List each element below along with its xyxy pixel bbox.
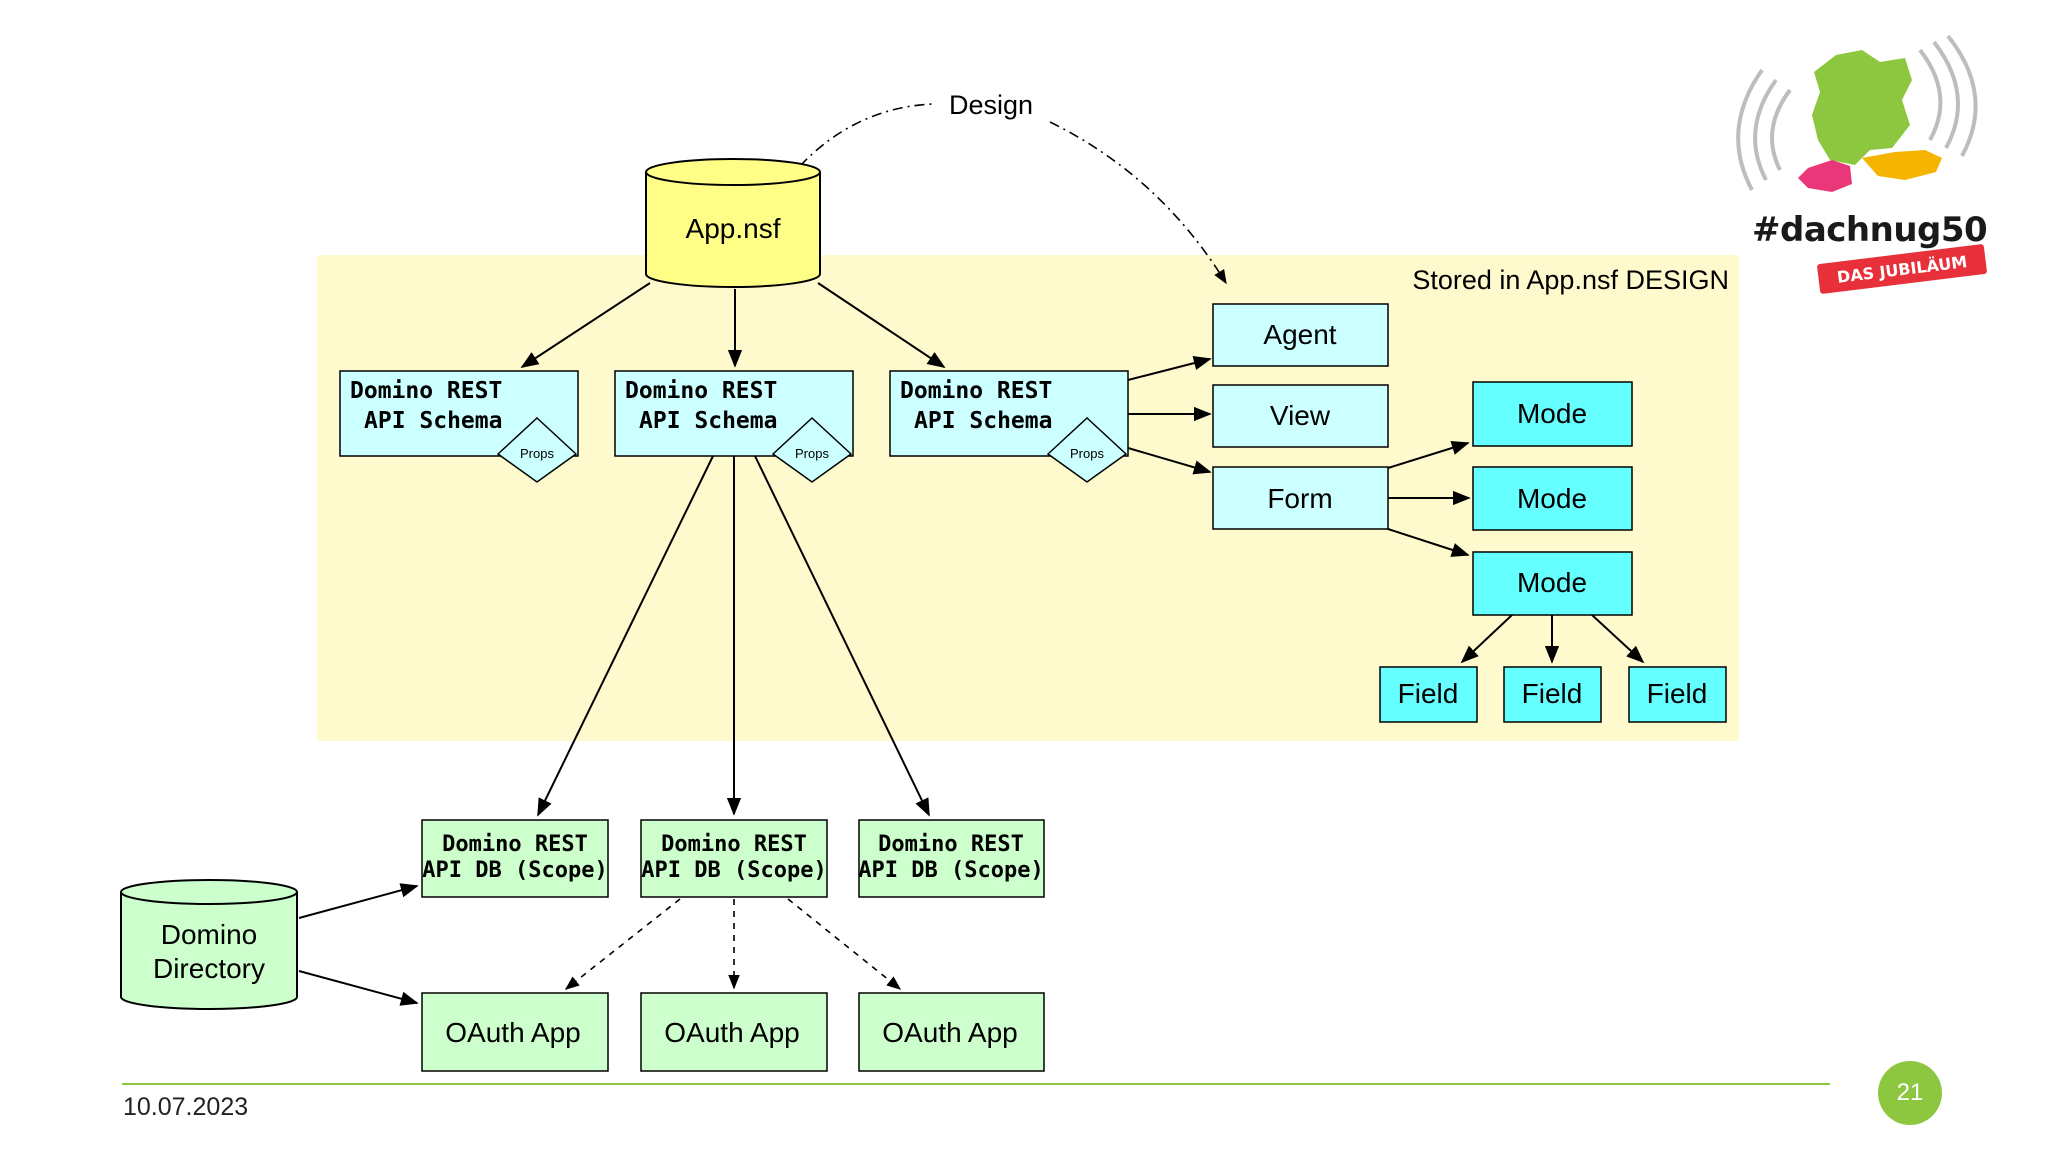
schema-line1: Domino REST [625,378,777,404]
domino-directory-database: Domino Directory [120,879,298,1010]
design-region-label: Stored in App.nsf DESIGN [1412,265,1729,295]
schema-line1: Domino REST [900,378,1052,404]
oauth-app-label: OAuth App [664,1017,799,1048]
props-label: Props [520,446,554,461]
api-db-scope-box: Domino REST API DB (Scope) [421,819,609,898]
mode-label: Mode [1517,567,1587,598]
schema-line1: Domino REST [350,378,502,404]
props-label: Props [795,446,829,461]
oauth-app-box: OAuth App [640,992,828,1072]
scope-line1: Domino REST [442,832,588,857]
scope-line1: Domino REST [878,832,1024,857]
view-label: View [1270,400,1331,431]
page-number-badge: 21 [1878,1061,1942,1125]
mode-box: Mode [1472,551,1633,616]
oauth-app-box: OAuth App [421,992,609,1072]
oauth-app-box: OAuth App [858,992,1045,1072]
app-nsf-label: App.nsf [686,213,781,244]
scope-line2: API DB (Scope) [422,858,607,883]
props-badge [496,416,578,483]
design-label: Design [949,90,1033,120]
directory-line2: Directory [153,953,265,984]
mode-label: Mode [1517,483,1587,514]
directory-line1: Domino [161,919,257,950]
field-label: Field [1398,678,1459,709]
design-curve-left [799,103,933,167]
scope-line1: Domino REST [661,832,807,857]
design-curve-right [1049,121,1227,285]
props-badge [1046,416,1128,483]
api-db-scope-box: Domino REST API DB (Scope) [858,819,1045,898]
api-schema-box: Domino REST API Schema Props [614,370,854,483]
schema-line2: API Schema [364,408,502,434]
field-box: Field [1628,666,1727,723]
field-box: Field [1503,666,1602,723]
map-switzerland-shape [1798,160,1852,192]
map-germany-shape [1812,50,1912,165]
logo-hashtag: #dachnug50 [1752,210,1988,250]
field-label: Field [1522,678,1583,709]
dachnug-logo [1736,34,1978,192]
api-schema-box: Domino REST API Schema Props [339,370,579,483]
oauth-app-label: OAuth App [882,1017,1017,1048]
scope-line2: API DB (Scope) [641,858,826,883]
api-db-scope-box: Domino REST API DB (Scope) [640,819,828,898]
mode-label: Mode [1517,398,1587,429]
mode-box: Mode [1472,466,1633,531]
form-box: Form [1212,466,1389,530]
footer-divider [122,1083,1830,1085]
map-austria-shape [1862,150,1942,180]
props-label: Props [1070,446,1104,461]
scope-line2: API DB (Scope) [858,858,1043,883]
agent-label: Agent [1263,319,1336,350]
schema-line2: API Schema [639,408,777,434]
mode-box: Mode [1472,381,1633,447]
view-box: View [1212,384,1389,448]
agent-box: Agent [1212,303,1389,367]
schema-line2: API Schema [914,408,1052,434]
form-label: Form [1267,483,1332,514]
footer-date: 10.07.2023 [123,1093,249,1121]
field-box: Field [1379,666,1478,723]
oauth-app-label: OAuth App [445,1017,580,1048]
field-label: Field [1647,678,1708,709]
app-nsf-database: App.nsf [645,158,821,288]
props-badge [771,416,853,483]
